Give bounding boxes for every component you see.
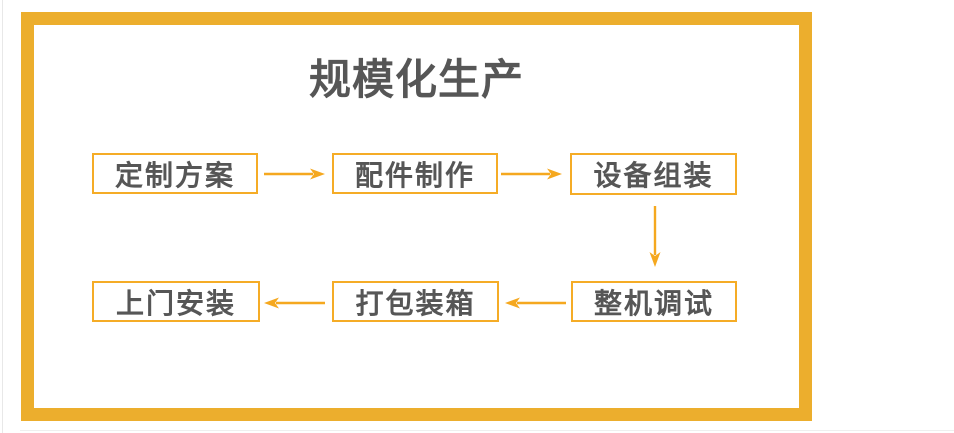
step-label: 打包装箱 [355,287,476,319]
step-box-machine-testing: 整机调试 [571,281,737,322]
arrow-right-icon [263,164,327,184]
step-label: 设备组装 [593,160,714,191]
step-box-equipment-assembly: 设备组装 [570,153,737,195]
step-label: 配件制作 [354,159,475,191]
page-left-divider [2,0,3,433]
diagram-frame [21,12,812,421]
step-label: 上门安装 [115,287,236,319]
arrow-down-icon [645,205,665,269]
arrow-left-icon [262,293,326,313]
diagram-title: 规模化生产 [308,56,524,103]
step-box-custom-plan: 定制方案 [92,153,258,194]
step-label: 定制方案 [114,159,235,191]
step-label: 整机调试 [593,287,714,319]
step-box-onsite-installation: 上门安装 [92,281,260,322]
page-bottom-divider [20,430,954,431]
step-box-parts-production: 配件制作 [332,153,498,194]
arrow-left-icon [503,293,567,313]
step-box-packing: 打包装箱 [332,281,499,322]
arrow-right-icon [500,164,564,184]
